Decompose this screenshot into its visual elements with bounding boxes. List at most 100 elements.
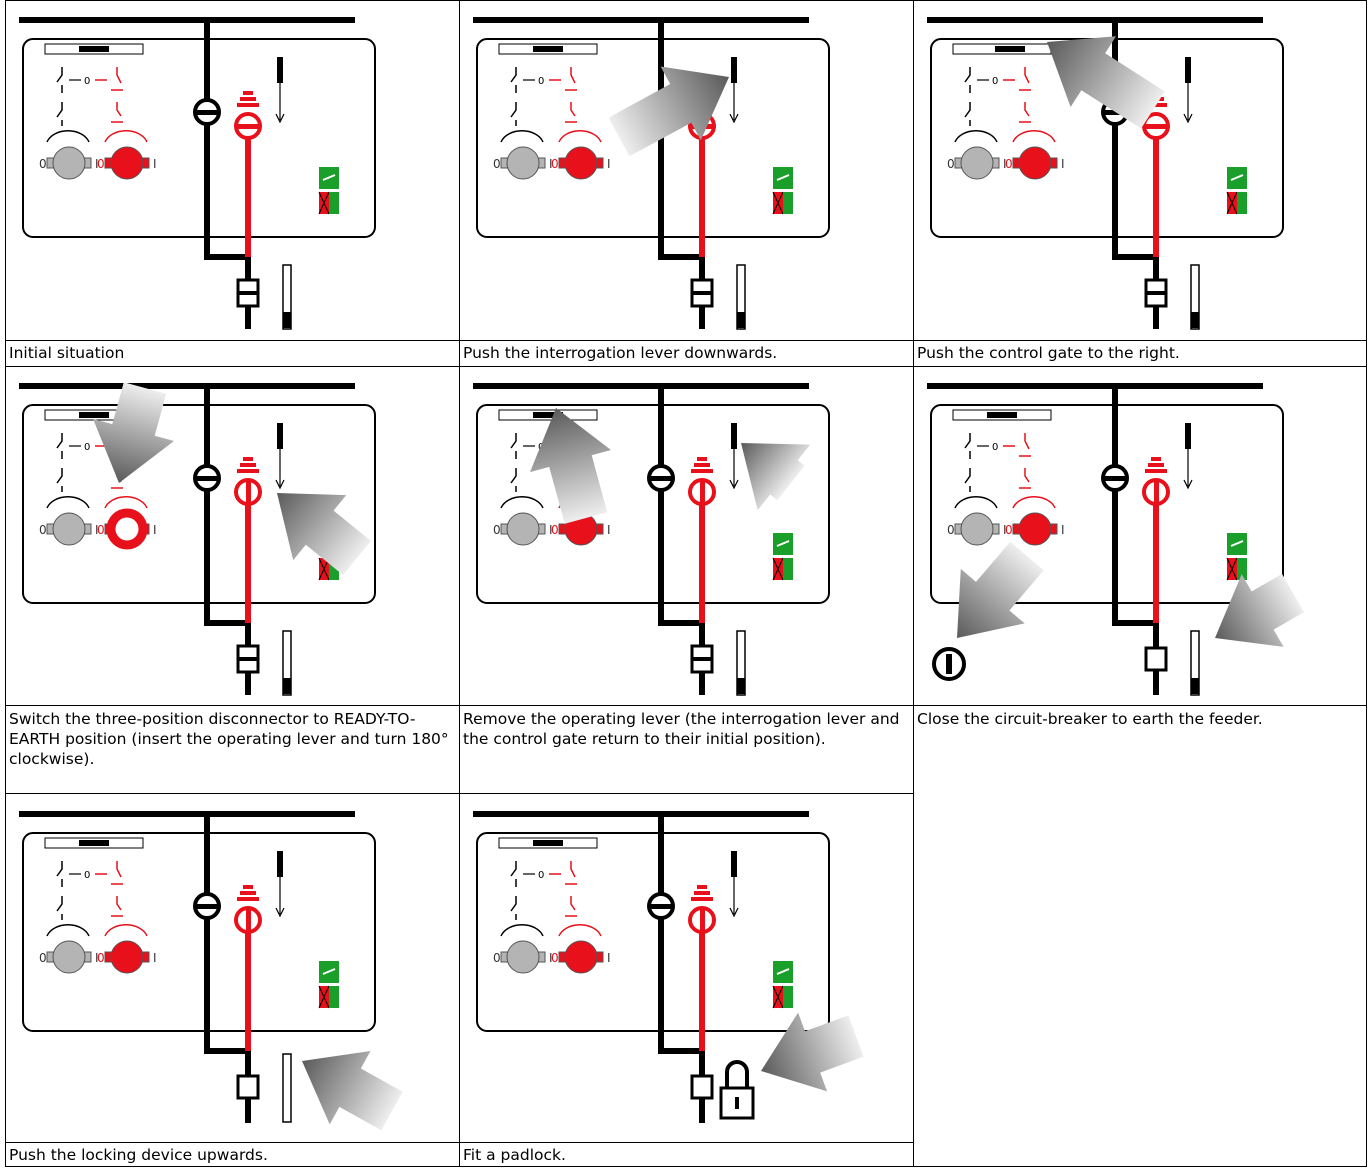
- step-caption: Remove the operating lever (the interrog…: [463, 710, 900, 748]
- circuit-breaker-icon: [690, 1074, 714, 1100]
- rotation-arc-icon: [1012, 130, 1056, 143]
- earth-switch-blade: [246, 908, 251, 932]
- status-indicator-green: [783, 558, 793, 580]
- locking-device-tab: [1191, 312, 1199, 328]
- label-one: I: [549, 951, 553, 965]
- label-zero: 0: [538, 870, 544, 881]
- locking-device-tab: [283, 312, 291, 328]
- rotation-arc-icon: [46, 924, 90, 937]
- label-one: I: [607, 523, 611, 537]
- locking-device: [282, 630, 292, 696]
- status-indicator-mark: [776, 540, 790, 547]
- label-zero: 0: [538, 76, 544, 87]
- step-caption: Push the interrogation lever downwards.: [463, 344, 778, 362]
- label-zero: 0: [97, 951, 105, 965]
- status-indicator-green: [783, 986, 793, 1008]
- step-caption: Switch the three-position disconnector t…: [9, 710, 449, 768]
- control-gate-slider: [79, 46, 109, 52]
- label-one: I: [153, 523, 157, 537]
- earth-symbol: [111, 861, 123, 885]
- step-caption: Initial situation: [9, 344, 125, 362]
- label-zero: 0: [84, 76, 90, 87]
- disconnector-blade: [649, 904, 673, 909]
- table-border-bottom: [5, 1166, 1367, 1167]
- busbar-line: [473, 811, 809, 817]
- rotation-arc-icon: [104, 496, 148, 509]
- disconnector-blade: [649, 476, 673, 481]
- disconnector-blade: [195, 476, 219, 481]
- feeder-line: [658, 386, 701, 626]
- disconnector-symbol: [510, 67, 517, 93]
- front-panel-outline: [930, 404, 1284, 604]
- locking-device: [282, 1053, 292, 1123]
- rotation-arc-icon: [104, 130, 148, 143]
- control-gate-slider: [533, 412, 563, 418]
- interrogation-lever-handle: [1185, 423, 1191, 449]
- interrogation-lever-handle: [277, 423, 283, 449]
- status-indicator-cross: [772, 191, 784, 215]
- rotation-arc-icon: [500, 924, 544, 937]
- instruction-arrow: [93, 382, 174, 483]
- earth-symbol: [1019, 67, 1031, 91]
- feeder-line: [204, 386, 247, 626]
- earth-symbol: [565, 102, 577, 123]
- rotation-arc-icon: [954, 496, 998, 509]
- padlock-keyhole: [735, 1097, 739, 1109]
- step-caption: Push the control gate to the right.: [917, 344, 1180, 362]
- front-panel-outline: [22, 404, 376, 604]
- label-zero: 0: [39, 523, 47, 537]
- row-divider: [5, 340, 1367, 341]
- earth-switch-blade: [700, 908, 705, 932]
- knob-icon: [506, 512, 540, 546]
- interrogation-lever-handle: [731, 57, 737, 83]
- label-zero: 0: [551, 523, 559, 537]
- earth-symbol: [565, 896, 577, 917]
- earth-line: [699, 504, 705, 623]
- interrogation-lever-handle: [1185, 57, 1191, 83]
- earth-line: [1153, 138, 1159, 257]
- control-gate-slider: [533, 840, 563, 846]
- interrogation-lever-handle: [731, 851, 737, 877]
- front-panel-outline: [22, 832, 376, 1032]
- column-divider: [459, 0, 460, 1167]
- label-zero: 0: [947, 157, 955, 171]
- disconnector-symbol: [510, 468, 517, 492]
- instruction-arrow: [761, 1012, 864, 1092]
- instruction-arrow: [608, 66, 729, 157]
- circuit-breaker-gap: [692, 291, 712, 295]
- instruction-arrow: [302, 1051, 403, 1131]
- interrogation-lever-stem: [275, 449, 285, 490]
- earth-symbol: [691, 885, 713, 901]
- status-indicator-green: [329, 192, 339, 214]
- interrogation-lever-stem: [275, 877, 285, 918]
- disconnector-symbol: [56, 102, 63, 126]
- instruction-arrow: [1215, 573, 1304, 647]
- knob-icon: [506, 146, 540, 180]
- interrogation-lever-stem: [729, 83, 739, 124]
- earth-switch-blade: [1154, 480, 1159, 504]
- knob-icon: [52, 940, 86, 974]
- disconnector-symbol: [964, 102, 971, 126]
- control-gate-slider: [987, 412, 1017, 418]
- earth-symbol: [237, 91, 259, 107]
- label-one: I: [549, 523, 553, 537]
- status-indicator-mark: [1230, 540, 1244, 547]
- close-button-bar: [946, 654, 952, 674]
- status-indicator-green: [1237, 558, 1247, 580]
- status-indicator-green: [783, 192, 793, 214]
- locking-device-tab: [737, 312, 745, 328]
- front-panel-outline: [476, 38, 830, 238]
- knob-icon: [52, 146, 86, 180]
- locking-device: [1190, 630, 1200, 696]
- label-one: I: [153, 951, 157, 965]
- feeder-line: [658, 20, 701, 260]
- front-panel-outline: [476, 832, 830, 1032]
- knob-icon: [106, 508, 148, 550]
- interrogation-lever-stem: [729, 877, 739, 918]
- interrogation-lever-stem: [1183, 449, 1193, 490]
- feeder-line: [204, 814, 247, 1054]
- status-indicator-cross: [318, 191, 330, 215]
- busbar-line: [473, 17, 809, 23]
